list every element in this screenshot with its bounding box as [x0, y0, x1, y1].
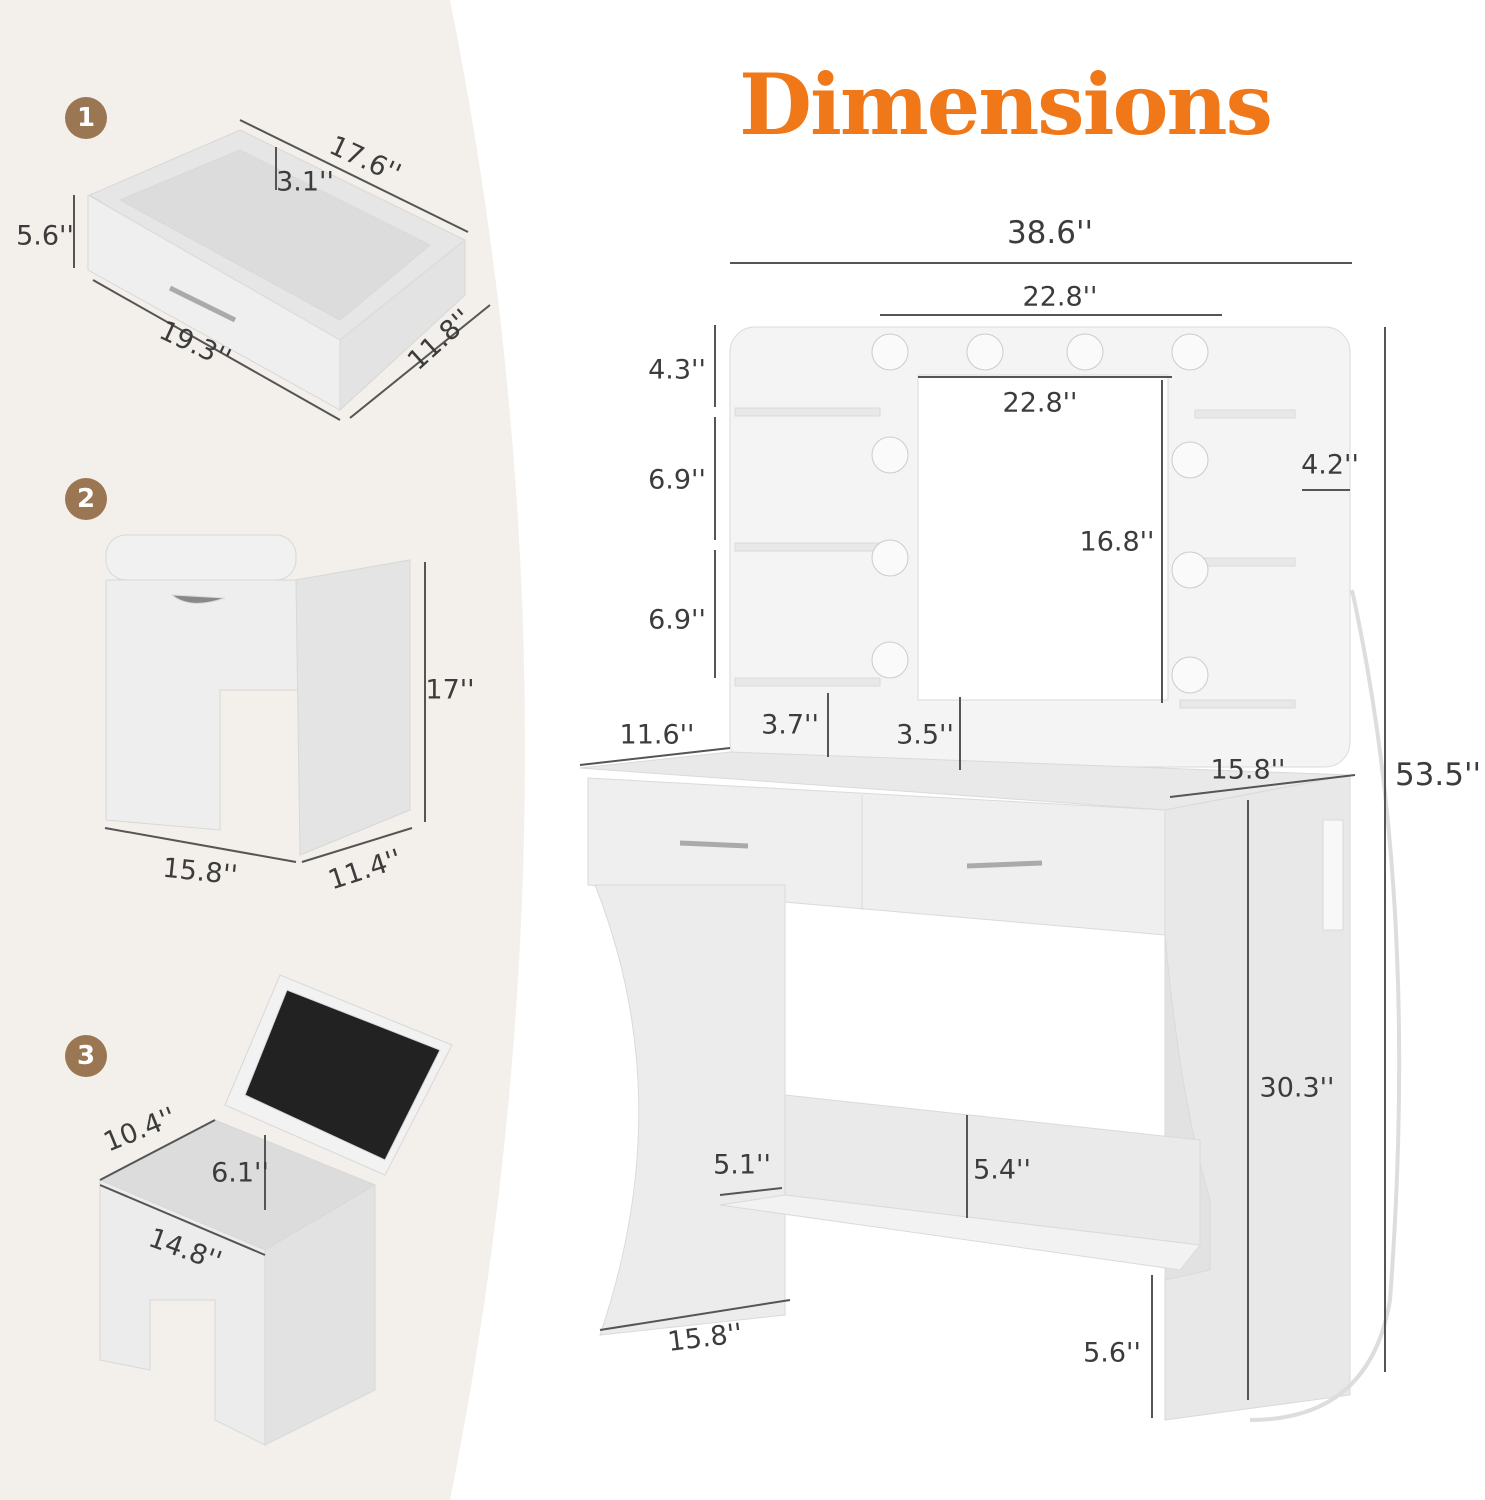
drawer-dim-lines	[73, 119, 491, 421]
open-stool-dim-lines	[99, 1119, 266, 1256]
vanity-mirror-gap-label: 3.5''	[896, 719, 954, 751]
vanity-mirror-height-label: 16.8''	[1079, 526, 1155, 558]
drawer-inner-height-label: 3.1''	[276, 166, 334, 198]
vanity-right-depth-label: 15.8''	[1210, 754, 1286, 786]
vanity-bottom-shelf-height-label: 5.4''	[973, 1154, 1031, 1186]
vanity-floor-clearance-label: 5.6''	[1083, 1337, 1141, 1369]
stool-dim-lines	[104, 562, 426, 863]
stool-drawing	[105, 534, 411, 856]
drawer-drawing	[87, 129, 466, 412]
step-badge-2: 2	[65, 478, 107, 520]
vanity-dim-lines	[579, 262, 1386, 1418]
vanity-light-span-label: 22.8''	[1022, 281, 1098, 313]
vanity-top-depth-label: 11.6''	[619, 719, 695, 751]
step-badge-3: 3	[65, 1035, 107, 1077]
vanity-bulbs	[871, 333, 1209, 694]
page-title: Dimensions	[739, 55, 1273, 154]
vanity-drawing	[579, 326, 1351, 1421]
open-stool-drawing	[98, 974, 453, 1446]
vanity-bottom-shelf-depth-label: 5.1''	[713, 1149, 771, 1181]
vanity-shelf-2-label: 6.9''	[648, 604, 706, 636]
vanity-mirror-width-label: 22.8''	[1002, 387, 1078, 419]
vanity-side-depth-label: 4.2''	[1301, 449, 1359, 481]
drawer-height-label: 5.6''	[16, 220, 74, 252]
power-cord	[1249, 589, 1402, 1422]
open-stool-inner-height-label: 6.1''	[211, 1157, 269, 1189]
stool-height-label: 17''	[425, 674, 475, 706]
vanity-top-shelf-label: 4.3''	[648, 354, 706, 386]
step-badge-1: 1	[65, 97, 107, 139]
vanity-total-height-label: 53.5''	[1394, 757, 1482, 793]
vanity-desk-height-label: 30.3''	[1259, 1072, 1335, 1104]
vanity-total-width-label: 38.6''	[1006, 215, 1094, 251]
vanity-small-shelf-label: 3.7''	[761, 709, 819, 741]
vanity-shelf-1-label: 6.9''	[648, 464, 706, 496]
